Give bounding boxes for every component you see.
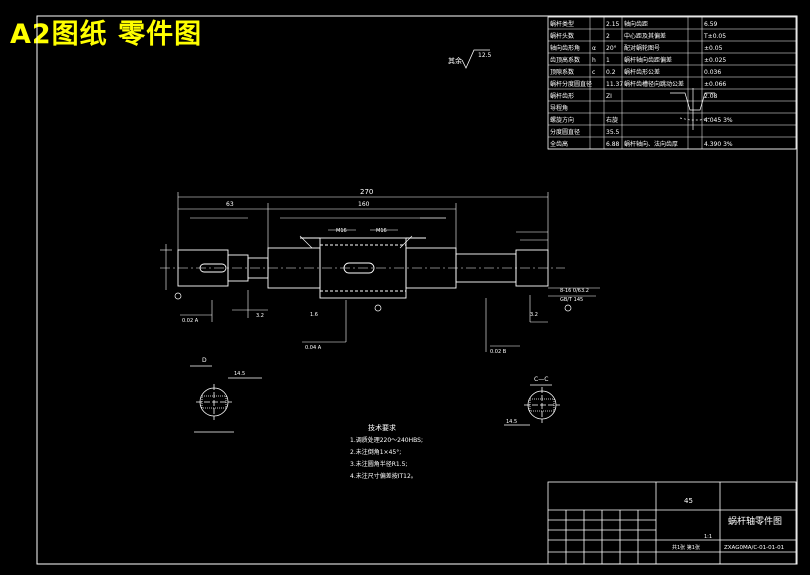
material-text: 45 xyxy=(684,497,693,505)
param-cell: 分度圆直径 xyxy=(550,128,580,136)
param-cell: α xyxy=(592,45,596,52)
param-cell: 蜗杆分度圆直径 xyxy=(550,80,592,88)
param-cell: 轴向齿距 xyxy=(624,20,648,28)
param-cell: 6.59 xyxy=(704,21,718,28)
thread-left-dim: M16 xyxy=(336,228,347,234)
param-cell: 0.2 xyxy=(606,69,616,76)
param-cell: 2.15 xyxy=(606,21,620,28)
param-cell: ±0.025 xyxy=(704,57,726,64)
drawing-name: 蜗杆轴零件图 xyxy=(728,515,782,527)
technical-notes: 技术要求 1.调质处理220～240HBS; 2.未注倒角1×45°; 3.未注… xyxy=(350,423,423,480)
param-cell: 0.036 xyxy=(704,69,721,76)
section-right-dim: 14.5 xyxy=(506,419,517,425)
tooth-profile-detail xyxy=(670,88,715,130)
note-line-3: 3.未注圆角半径R1.5; xyxy=(350,460,407,468)
param-cell: 蜗杆轴向、法向齿厚 xyxy=(624,140,678,148)
param-cell: 11.37 xyxy=(606,81,623,88)
param-cell: ±0.066 xyxy=(704,81,726,88)
param-cell: 蜗杆头数 xyxy=(550,32,574,40)
note-line-2: 2.未注倒角1×45°; xyxy=(350,448,401,456)
dimension-texts: 270 63 160 M16 M16 0.02 A 0.04 A 0.02 B … xyxy=(182,188,589,355)
param-cell: 4.390 3% xyxy=(704,141,733,148)
param-cell: c xyxy=(592,69,595,76)
note-line-1: 1.调质处理220～240HBS; xyxy=(350,436,423,444)
section-right-label: C—C xyxy=(534,376,548,383)
param-table: 蜗杆类型 2.15 轴向齿距 6.59 蜗杆头数 2 中心距及其偏差 T±0.05 轴向齿形角 α… xyxy=(547,16,797,150)
param-cell: 6.88 xyxy=(606,141,620,148)
section-left: D 14.5 xyxy=(190,357,262,433)
param-cell: 蜗杆齿形公差 xyxy=(624,68,660,76)
param-cell: 螺旋方向 xyxy=(550,116,574,124)
section-right: C—C 14.5 xyxy=(504,376,560,426)
drawing-number: ZXAG0MA/C-01-01-01 xyxy=(724,545,784,551)
scale-text: 1:1 xyxy=(704,534,712,540)
param-cell: T±0.05 xyxy=(703,33,726,40)
roughness-note: 其余 12.5 xyxy=(448,49,492,69)
param-cell: h xyxy=(592,57,596,64)
param-cell: 蜗杆齿形 xyxy=(550,92,574,100)
param-cell: ±0.05 xyxy=(704,45,723,52)
roughness-prefix: 其余 xyxy=(448,56,462,65)
datum-symbols xyxy=(174,292,572,312)
keyway-dim: 8-16 0/63.2 xyxy=(560,288,589,294)
param-cell: 35.5 xyxy=(606,129,620,136)
param-cell: 1 xyxy=(606,57,610,64)
center-note: GB/T 145 xyxy=(560,297,583,303)
title-block-text: 45 蜗杆轴零件图 ZXAG0MA/C-01-01-01 1:1 共1张 第1张 xyxy=(672,497,784,551)
title-block xyxy=(547,481,797,565)
tol-right: 0.02 B xyxy=(490,349,507,355)
drawing-border xyxy=(36,15,798,565)
sheet-text: 共1张 第1张 xyxy=(672,544,700,551)
param-cell: 齿顶高系数 xyxy=(550,56,580,64)
surface-3: 1.6 xyxy=(310,312,318,318)
param-cell: ZI xyxy=(606,93,612,100)
param-cell: 2.08 xyxy=(704,93,718,100)
sheet-title: A2图纸 零件图 xyxy=(10,19,203,50)
section-left-label: D xyxy=(202,357,207,364)
param-cell: 导程角 xyxy=(550,104,568,112)
param-cell: 蜗杆齿槽径向跳动公差 xyxy=(624,80,684,88)
overall-length-dim: 270 xyxy=(360,188,373,196)
surface-2: 3.2 xyxy=(530,312,538,318)
thread-right-dim: M16 xyxy=(376,228,387,234)
d1-dim: 63 xyxy=(226,201,234,208)
shaft-main-view xyxy=(160,237,565,299)
roughness-value: 12.5 xyxy=(478,52,492,59)
dimension-lines xyxy=(160,192,600,352)
tol-mid: 0.04 A xyxy=(305,345,322,351)
note-line-4: 4.未注尺寸偏差按IT12。 xyxy=(350,472,417,480)
param-cell: 4.045 3% xyxy=(704,117,733,124)
param-cell: 顶隙系数 xyxy=(550,68,574,76)
param-cell: 全齿高 xyxy=(550,140,568,148)
param-cell: 右旋 xyxy=(606,116,618,124)
param-cell: 蜗杆类型 xyxy=(550,20,574,28)
param-cell: 配对蜗轮图号 xyxy=(624,44,660,52)
param-cell: 20° xyxy=(606,45,617,52)
param-cell: 蜗杆轴向齿距偏差 xyxy=(624,56,672,64)
tol-left: 0.02 A xyxy=(182,318,199,324)
surface-1: 3.2 xyxy=(256,313,264,319)
d2-dim: 160 xyxy=(358,201,370,208)
param-cell: 轴向齿形角 xyxy=(550,44,580,52)
param-cell: 2 xyxy=(606,33,610,40)
section-left-dim: 14.5 xyxy=(234,371,245,377)
param-cell: 中心距及其偏差 xyxy=(624,32,666,40)
notes-heading: 技术要求 xyxy=(368,423,396,432)
